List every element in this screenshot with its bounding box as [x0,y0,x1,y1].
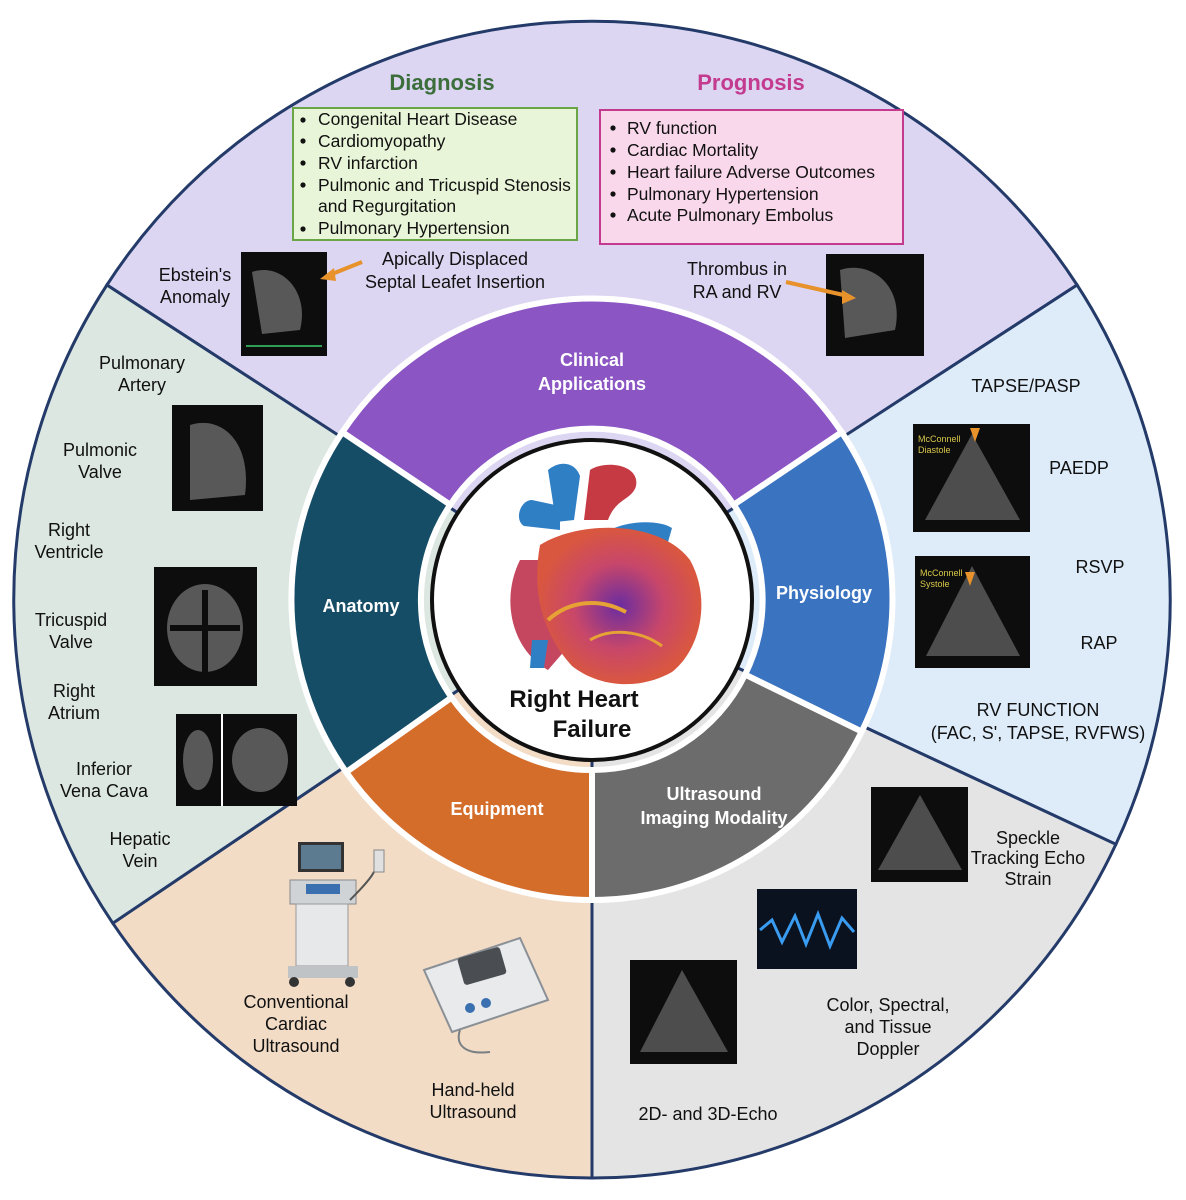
handheld-label-line1: Hand-held [431,1080,514,1100]
clinical-label-line2: Applications [538,374,646,394]
prognosis-item: Cardiac Mortality [627,140,759,160]
handheld-label-line2: Ultrasound [429,1102,516,1122]
diagnosis-item: RV infarction [318,153,418,173]
diagnosis-box [292,107,578,241]
hepatic-vein-label-line2: Vein [122,851,157,871]
inner-ring [288,295,896,904]
inner-segment-clinical[interactable] [338,295,846,509]
right-ventricle-label-line1: Right [48,520,90,540]
diagnosis-list: Congenital Heart Disease Cardiomyopathy … [300,109,571,238]
right-atrium-label-line1: Right [53,681,95,701]
prognosis-item: RV function [627,118,717,138]
speckle-label-line1: Speckle [996,828,1060,848]
diagnosis-item: and Regurgitation [318,196,456,216]
diagnosis-item: Pulmonic and Tricuspid Stenosis [318,175,571,195]
echo-caption: McConnell [920,568,963,578]
doppler-label-line1: Color, Spectral, [826,995,949,1015]
ultrasound-label-line1: Ultrasound [666,784,761,804]
right-ventricle-label-line2: Ventricle [34,542,103,562]
doppler-label-line3: Doppler [856,1039,919,1059]
paedp-label: PAEDP [1049,458,1109,478]
thrombus-label-line1: Thrombus in [687,259,787,279]
conventional-label-line2: Cardiac [265,1014,327,1034]
echo-caption: McConnell [918,434,961,444]
tricuspid-valve-label-line1: Tricuspid [35,610,107,630]
ivc-label-line2: Vena Cava [60,781,149,801]
heart-illustration [510,463,702,685]
prognosis-list: RV function Cardiac Mortality Heart fail… [610,118,875,225]
echo-caption: Systole [920,579,950,589]
diagnosis-title: Diagnosis [389,70,494,95]
rv-function-label-line1: RV FUNCTION [977,700,1100,720]
conventional-label-line1: Conventional [243,992,348,1012]
echo-caption: Diastole [918,445,951,455]
handheld-ultrasound-icon [422,936,550,1054]
rsvp-label: RSVP [1075,557,1124,577]
inner-segment-physiology[interactable] [729,428,896,736]
tricuspid-valve-label-line2: Valve [49,632,93,652]
clinical-label-line1: Clinical [560,350,624,370]
tapse-pasp-label: TAPSE/PASP [971,376,1080,396]
center-title-line2: Failure [553,716,632,743]
ultrasound-cart-icon [288,842,385,987]
echo-image [757,889,857,969]
prognosis-box [599,109,904,245]
doppler-label-line2: and Tissue [844,1017,931,1037]
diagnosis-item: Cardiomyopathy [318,131,446,151]
rv-function-label-line2: (FAC, S', TAPSE, RVFWS) [931,723,1145,743]
apically-label-line2: Septal Leafet Insertion [365,272,545,292]
ivc-label-line1: Inferior [76,759,132,779]
prognosis-item: Pulmonary Hypertension [627,184,819,204]
pulmonary-artery-label-line1: Pulmonary [99,353,185,373]
anatomy-label: Anatomy [322,596,399,616]
prognosis-item: Acute Pulmonary Embolus [627,205,833,225]
ultrasound-label-line2: Imaging Modality [640,808,787,828]
diagnosis-item: Congenital Heart Disease [318,109,517,129]
rap-label: RAP [1080,633,1117,653]
right-atrium-label-line2: Atrium [48,703,100,723]
thrombus-label-line2: RA and RV [693,282,782,302]
inner-segment-anatomy[interactable] [288,428,456,777]
speckle-label-line3: Strain [1004,869,1051,889]
diagnosis-item: Pulmonary Hypertension [318,218,510,238]
inner-segment-ultrasound[interactable] [589,670,866,904]
conventional-label-line3: Ultrasound [252,1036,339,1056]
echo-2d3d-label: 2D- and 3D-Echo [638,1104,777,1124]
equipment-label: Equipment [451,799,544,819]
hepatic-vein-label-line1: Hepatic [109,829,170,849]
center-title-line1: Right Heart [509,686,638,713]
pulmonary-artery-label-line2: Artery [118,375,166,395]
pulmonic-valve-label-line2: Valve [78,462,122,482]
pulmonic-valve-label-line1: Pulmonic [63,440,137,460]
ebstein-label-line2: Anomaly [160,287,230,307]
prognosis-item: Heart failure Adverse Outcomes [627,162,875,182]
apically-label-line1: Apically Displaced [382,249,528,269]
prognosis-title: Prognosis [697,70,805,95]
arrow-icon [785,280,849,298]
speckle-label-line2: Tracking Echo [971,848,1085,868]
ebstein-label-line1: Ebstein's [159,265,231,285]
physiology-label: Physiology [776,583,872,603]
